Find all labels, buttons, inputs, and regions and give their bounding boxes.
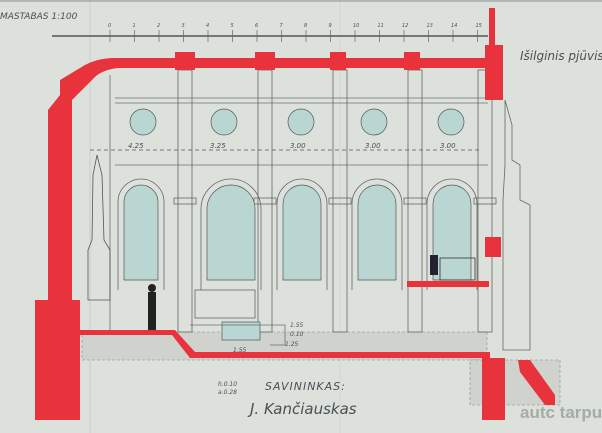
basement-window xyxy=(221,321,261,341)
watermark: autc tarpukaris xyxy=(520,403,602,422)
window-arch-frame xyxy=(276,178,328,290)
arched-window xyxy=(282,184,322,281)
dim-label: 0.10 xyxy=(290,331,304,338)
standing-figure xyxy=(148,292,156,330)
scale-tick-label: 10 xyxy=(353,23,359,29)
dim-label: 1.25 xyxy=(285,341,299,348)
scale-tick-label: 5 xyxy=(231,23,234,29)
scale-tick-label: 12 xyxy=(402,23,408,29)
scale-tick-label: 9 xyxy=(329,23,332,29)
scale-tick-label: 2 xyxy=(157,23,160,29)
organ-rail xyxy=(439,257,476,281)
window-arch-frame xyxy=(117,178,165,290)
round-windows xyxy=(129,108,465,136)
scale-tick-label: 4 xyxy=(206,23,209,29)
round-window xyxy=(360,108,388,136)
column-capital xyxy=(473,197,497,205)
window-arch-frame xyxy=(200,178,262,290)
gothic-pinnacle xyxy=(87,154,111,301)
arched-window xyxy=(206,184,256,281)
scale-tick-label: 1 xyxy=(133,23,136,29)
level-label: h.0.10 xyxy=(218,381,237,388)
dimension-label: 3.00 xyxy=(440,142,456,150)
arched-windows xyxy=(117,178,478,290)
column-capital xyxy=(328,197,352,205)
scale-tick-label: 3 xyxy=(182,23,185,29)
scale-tick-label: 14 xyxy=(451,23,457,29)
scale-tick-label: 8 xyxy=(304,23,307,29)
scale-tick-label: 15 xyxy=(476,23,482,29)
round-window xyxy=(287,108,315,136)
column-capital xyxy=(253,197,277,205)
column-capital xyxy=(403,197,427,205)
dimension-label: 3.00 xyxy=(365,142,381,150)
arched-window xyxy=(432,184,472,281)
scale-tick-label: 6 xyxy=(255,23,258,29)
figure-head xyxy=(148,284,156,292)
window-arch-frame xyxy=(351,178,403,290)
section-title: Išilginis pjūvis xyxy=(520,49,602,63)
level-label: a.0.28 xyxy=(218,389,237,396)
scale-tick-label: 7 xyxy=(280,23,284,29)
grille xyxy=(194,289,256,319)
dim-label: 1.55 xyxy=(233,347,247,354)
scale-tick-label: 11 xyxy=(378,23,384,29)
column xyxy=(177,69,193,333)
column-capital xyxy=(173,197,197,205)
round-window xyxy=(210,108,238,136)
column xyxy=(477,69,493,333)
window-arch-frame xyxy=(426,178,478,290)
dim-label: 1.55 xyxy=(290,322,304,329)
tower-facade xyxy=(502,99,531,351)
round-window xyxy=(437,108,465,136)
steps xyxy=(190,324,286,346)
dimension-label: 3.25 xyxy=(210,142,226,150)
organist-figure xyxy=(430,255,438,275)
arched-window xyxy=(123,184,159,281)
dimension-label: 4.25 xyxy=(128,142,144,150)
round-window xyxy=(129,108,157,136)
column xyxy=(407,69,423,333)
arched-window xyxy=(357,184,397,281)
owner-label: SAVININKAS: xyxy=(265,380,346,393)
interior-structure xyxy=(90,69,497,335)
dimension-label: 3.00 xyxy=(290,142,306,150)
scale-tick-label: 0 xyxy=(108,23,111,29)
scale-tick-label: 13 xyxy=(427,23,433,29)
scale-label: MASTABAS 1:100 xyxy=(0,12,78,22)
owner-signature: J. Kančiauskas xyxy=(247,400,357,418)
section-cut xyxy=(35,8,555,420)
